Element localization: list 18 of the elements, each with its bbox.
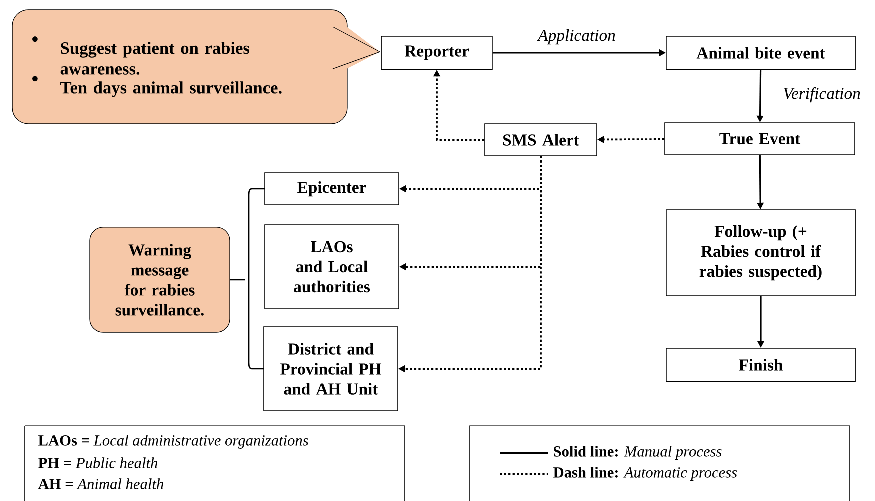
process-box: Epicenter <box>264 172 400 206</box>
abbreviation-text: AH = Animal health <box>38 478 164 490</box>
process-box: SMS Alert <box>484 124 598 156</box>
process-box: Animal bite event <box>666 36 856 70</box>
note-box: Warning message for rabies surveillance. <box>90 227 230 333</box>
abbreviation-text: PH = Public health <box>38 458 158 468</box>
process-box: District and Provincial PH and AH Unit <box>264 326 398 412</box>
process-box: Reporter <box>381 36 493 70</box>
edge-label: Verification <box>784 87 860 103</box>
legend-item: Solid line: Manual process <box>500 446 722 460</box>
legend-item: Dash line: Automatic process <box>500 467 738 481</box>
edge-label: Application <box>537 29 616 45</box>
process-box: LAOs and Local authorities <box>264 224 400 310</box>
process-box: Follow-up (+ Rabies control if rabies suspected) <box>666 210 856 296</box>
process-box: True Event <box>664 122 856 156</box>
callout-bubble: Suggest patient on rabies awareness. Ten days animal surveillance. <box>12 10 381 124</box>
abbreviation-text: LAOs = Local administrative organizations <box>38 435 308 449</box>
process-box: Finish <box>666 348 856 382</box>
